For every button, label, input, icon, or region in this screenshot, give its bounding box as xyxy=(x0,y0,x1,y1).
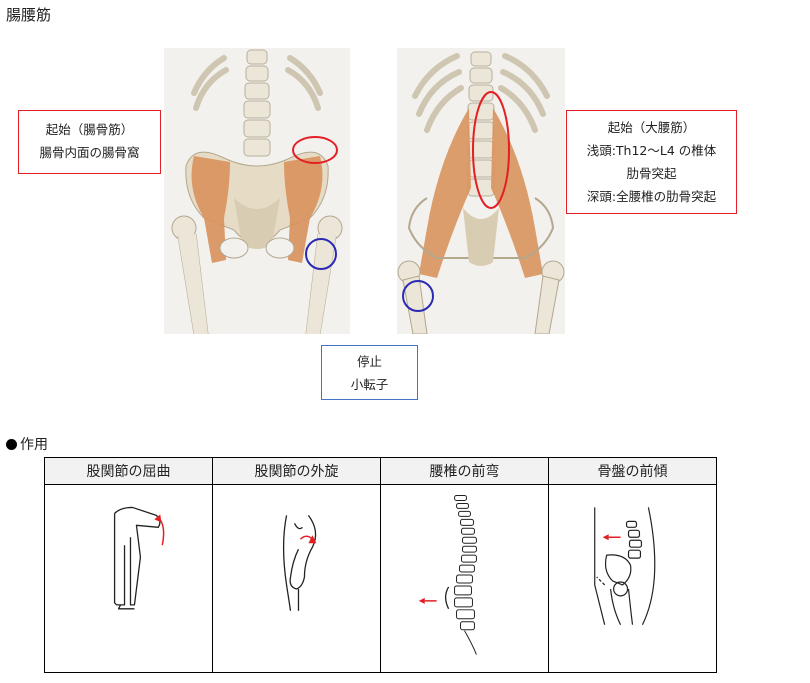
psoas-origin-callout: 起始（大腰筋） 浅頭:Th12～L4 の椎体 肋骨突起 深頭:全腰椎の肋骨突起 xyxy=(566,110,737,214)
action-header: 股関節の外旋 xyxy=(212,457,381,485)
hip-flexion-figure xyxy=(44,484,213,673)
callout-line: 小転子 xyxy=(350,377,389,392)
action-table: 股関節の屈曲 股関節の外旋 腰椎の前弯 骨盤の前傾 xyxy=(44,457,717,673)
psoas-illustration xyxy=(397,48,565,334)
callout-line: 肋骨突起 xyxy=(626,166,677,181)
insertion-callout: 停止 小転子 xyxy=(321,345,418,400)
pelvic-anterior-tilt-figure xyxy=(548,484,717,673)
hip-external-rotation-figure xyxy=(212,484,381,673)
bullet-icon xyxy=(6,439,17,450)
iliacus-illustration xyxy=(164,48,350,334)
action-header: 骨盤の前傾 xyxy=(548,457,717,485)
callout-line: 深頭:全腰椎の肋骨突起 xyxy=(586,189,717,204)
callout-line: 浅頭:Th12～L4 の椎体 xyxy=(586,143,717,158)
action-header: 腰椎の前弯 xyxy=(380,457,549,485)
callout-line: 腸骨内面の腸骨窩 xyxy=(39,145,140,160)
lumbar-lordosis-figure xyxy=(380,484,549,673)
action-heading-label: 作用 xyxy=(20,437,48,453)
action-header: 股関節の屈曲 xyxy=(44,457,213,485)
callout-line: 起始（大腰筋） xyxy=(607,120,696,135)
page-title: 腸腰筋 xyxy=(6,6,52,24)
callout-line: 起始（腸骨筋） xyxy=(45,122,134,137)
callout-line: 停止 xyxy=(356,354,382,369)
iliacus-origin-callout: 起始（腸骨筋） 腸骨内面の腸骨窩 xyxy=(18,110,161,174)
action-heading: 作用 xyxy=(6,434,48,454)
